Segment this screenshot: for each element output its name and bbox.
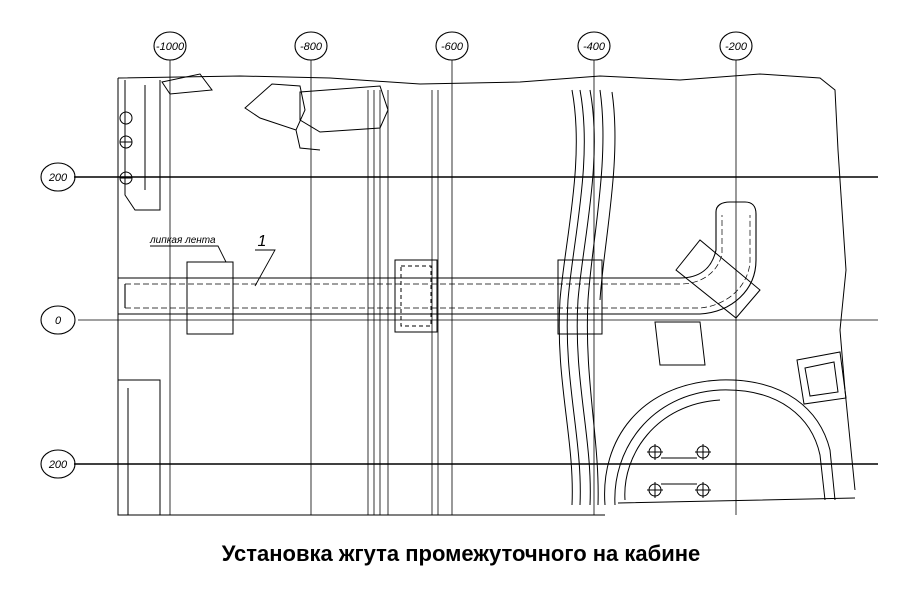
axis-label-x2: -800 bbox=[300, 41, 323, 53]
tape-leader bbox=[150, 245, 227, 263]
callout-leader bbox=[254, 249, 276, 287]
wheel-arch bbox=[604, 379, 836, 506]
wiring-harness bbox=[118, 201, 757, 315]
curved-rib bbox=[558, 89, 616, 506]
vertical-grid-lines bbox=[169, 60, 737, 515]
technical-drawing: -1000 -800 -600 -400 -200 200 0 200 1 ли… bbox=[40, 31, 878, 516]
x-axis-bubbles bbox=[153, 31, 753, 61]
left-wall bbox=[117, 80, 161, 515]
axis-label-y2: 0 bbox=[55, 315, 62, 327]
channel-members bbox=[367, 90, 439, 515]
callout-number: 1 bbox=[258, 233, 267, 250]
horizontal-grid-lines bbox=[74, 176, 878, 465]
drawing-caption: Установка жгута промежуточного на кабине bbox=[221, 541, 701, 566]
axis-label-y1: 200 bbox=[48, 172, 68, 184]
tape-clamps bbox=[186, 239, 761, 335]
lower-bracket bbox=[654, 321, 706, 366]
axis-label-x5: -200 bbox=[725, 41, 748, 53]
axis-label-x4: -400 bbox=[583, 41, 606, 53]
y-axis-bubbles bbox=[40, 162, 76, 479]
upper-bracket bbox=[161, 73, 389, 151]
axis-label-x3: -600 bbox=[441, 41, 464, 53]
cabin-outline bbox=[117, 73, 856, 516]
axis-label-x1: -1000 bbox=[156, 41, 185, 53]
bolt-pattern bbox=[647, 444, 711, 498]
tape-callout-text: липкая лента bbox=[149, 235, 216, 246]
axis-label-y3: 200 bbox=[48, 459, 68, 471]
